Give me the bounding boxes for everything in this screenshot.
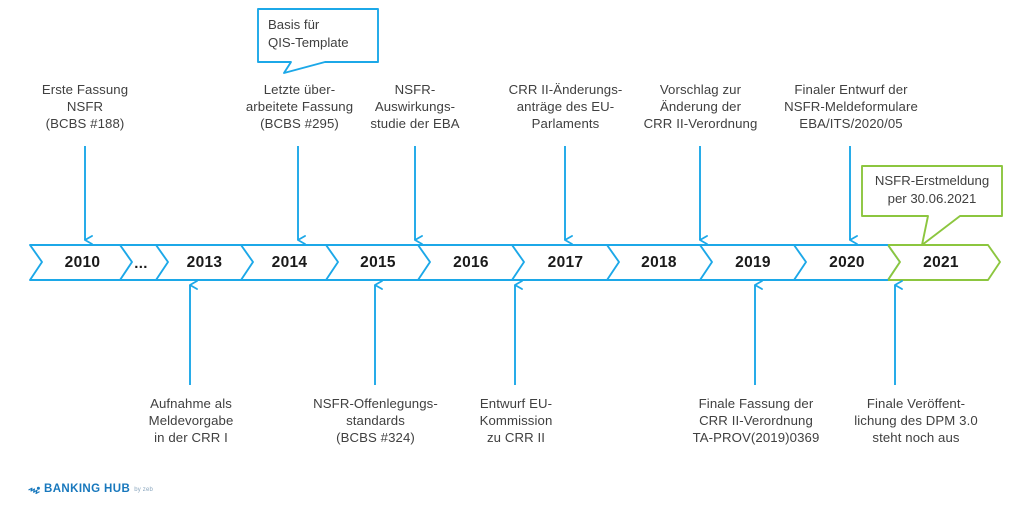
timeline-year-2014[interactable]: 2014 — [271, 254, 308, 271]
milestone-below-2019: Finale Fassung der CRR II-Verordnung TA-… — [692, 396, 820, 445]
banking-hub-byline: by zeb — [134, 487, 154, 493]
timeline-year-2019[interactable]: 2019 — [735, 254, 771, 271]
timeline-band — [29, 244, 1001, 281]
milestone-above-2010: Erste Fassung NSFR (BCBS #188) — [41, 82, 129, 131]
timeline-year-2013[interactable]: 2013 — [186, 254, 223, 271]
timeline-year-2010[interactable]: 2010 — [64, 254, 101, 271]
callout-nsfr-erstmeldung — [861, 165, 1003, 246]
callout-qis-template — [257, 8, 379, 74]
callout-nsfr-erstmeldung-label: NSFR-Erstmeldung per 30.06.2021 — [874, 173, 990, 206]
timeline-year-2017[interactable]: 2017 — [547, 254, 584, 271]
timeline-year-ellipsis: ... — [134, 255, 148, 272]
timeline-year-2016[interactable]: 2016 — [453, 254, 489, 271]
milestone-above-2014: Letzte über- arbeitete Fassung (BCBS #29… — [245, 82, 354, 131]
zeb-mark-icon — [28, 484, 40, 495]
timeline-year-2015[interactable]: 2015 — [360, 254, 396, 271]
callout-qis-template-label: Basis für QIS-Template — [268, 17, 349, 50]
milestone-below-2016: Entwurf EU- Kommission zu CRR II — [479, 396, 553, 445]
milestone-below-2015: NSFR-Offenlegungs- standards (BCBS #324) — [313, 396, 438, 445]
milestone-above-2015: NSFR- Auswirkungs- studie der EBA — [370, 82, 460, 131]
timeline-year-2020[interactable]: 2020 — [829, 254, 865, 271]
milestone-below-2020: Finale Veröffent- lichung des DPM 3.0 st… — [854, 396, 978, 445]
banking-hub-logo[interactable]: BANKING HUB by zeb — [28, 483, 154, 495]
milestone-arrows-up — [189, 280, 903, 385]
callout-nsfr-erstmeldung-bubble — [861, 165, 1003, 246]
milestone-above-2017: CRR II-Änderungs- anträge des EU- Parlam… — [508, 82, 623, 131]
callout-qis-template-bubble — [257, 8, 379, 74]
milestone-above-2020: Finaler Entwurf der NSFR-Meldeformulare … — [784, 82, 918, 131]
timeline-year-2018[interactable]: 2018 — [641, 254, 677, 271]
banking-hub-wordmark: BANKING HUB — [44, 483, 131, 495]
milestone-arrows-down — [84, 146, 858, 245]
milestone-above-2019: Vorschlag zur Änderung der CRR II-Verord… — [643, 82, 758, 131]
timeline-year-2021[interactable]: 2021 — [923, 254, 959, 271]
milestone-below-2013: Aufnahme als Meldevorgabe in der CRR I — [148, 396, 234, 445]
